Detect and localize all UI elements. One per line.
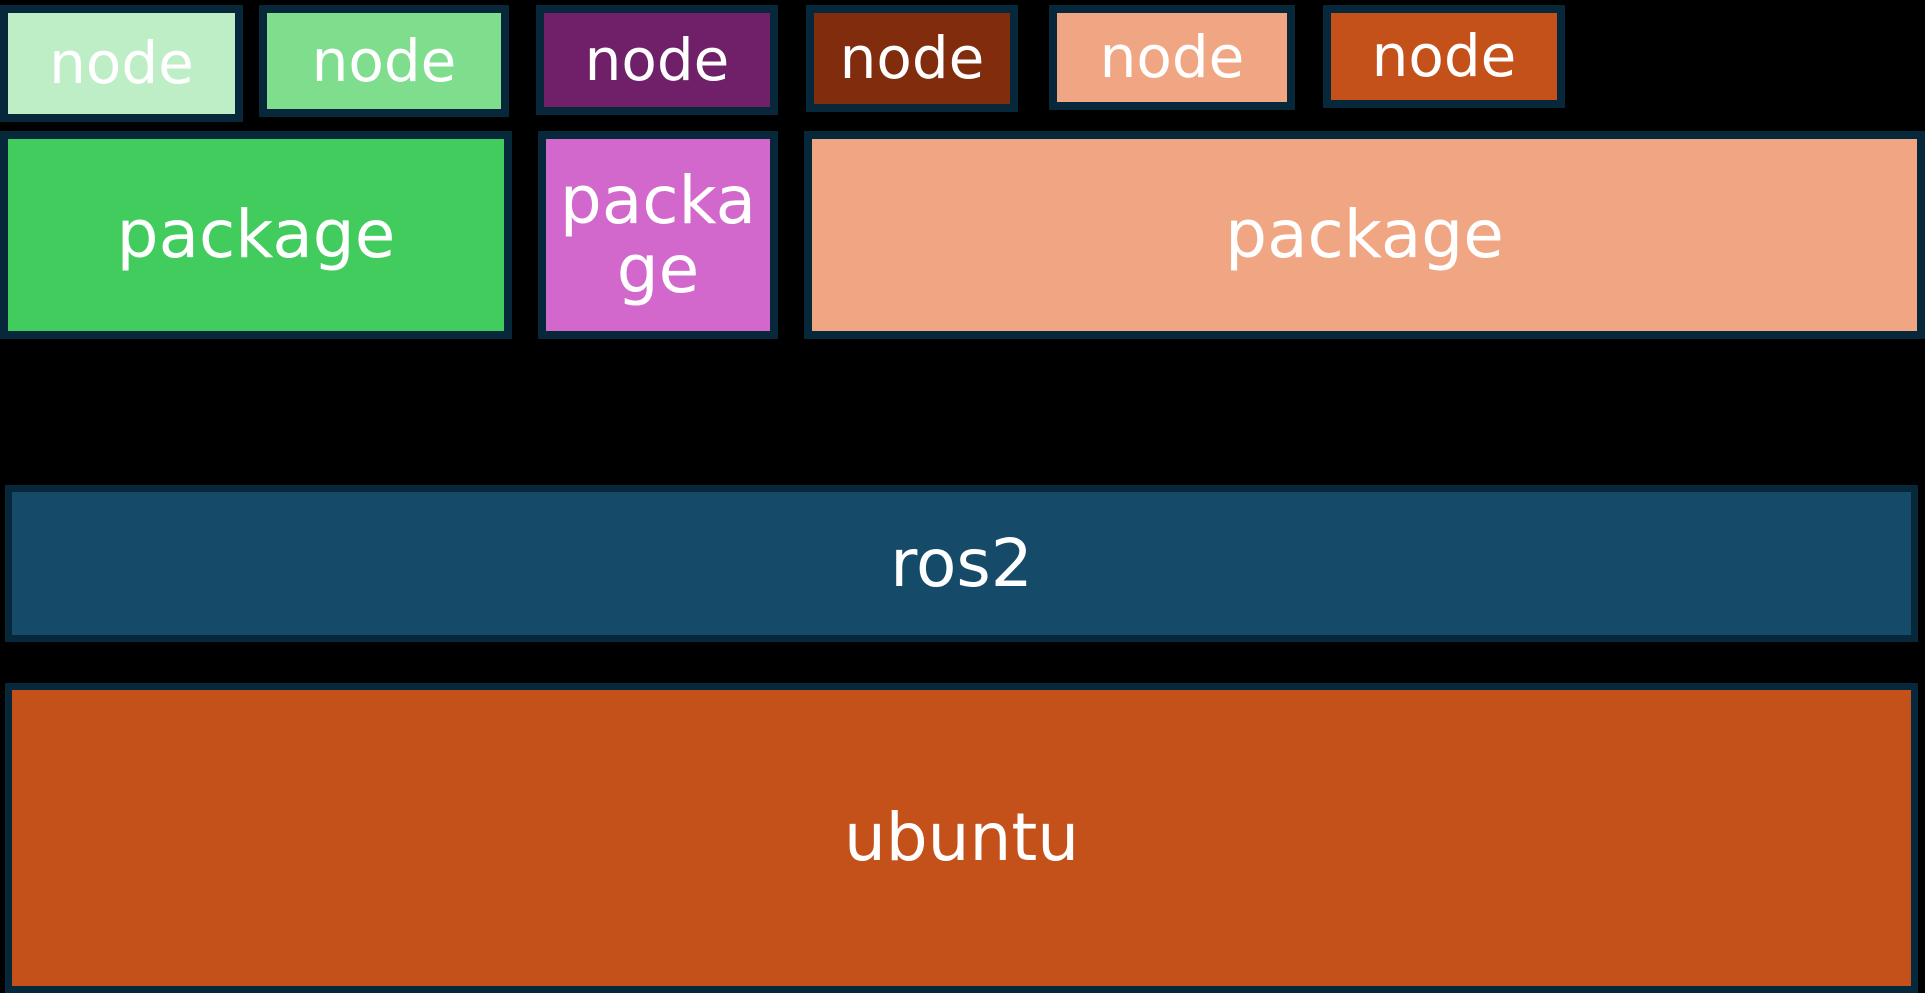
box-label: package <box>116 196 396 274</box>
box-label: node <box>311 26 457 95</box>
box-label: ros2 <box>890 524 1033 602</box>
platform-box-ubuntu[interactable]: ubuntu <box>5 683 1918 993</box>
platform-box-ros2[interactable]: ros2 <box>5 485 1918 642</box>
node-box-node[interactable]: node <box>806 5 1018 112</box>
box-label: node <box>49 29 194 98</box>
box-label: node <box>584 25 730 94</box>
node-box-node[interactable]: node <box>536 5 778 115</box>
node-box-node[interactable]: node <box>1049 5 1295 110</box>
package-box-package[interactable]: package <box>0 131 512 339</box>
box-label: ubuntu <box>843 799 1080 877</box>
node-box-node[interactable]: node <box>0 5 243 122</box>
package-box-package[interactable]: package <box>804 131 1925 339</box>
node-box-node[interactable]: node <box>1323 5 1565 108</box>
package-box-package[interactable]: package <box>538 131 778 339</box>
box-label: package <box>559 161 757 308</box>
box-label: node <box>1099 23 1245 92</box>
box-label: node <box>1371 22 1517 91</box>
box-label: node <box>839 24 985 93</box>
node-box-node[interactable]: node <box>259 5 509 117</box>
box-label: package <box>1225 196 1504 274</box>
